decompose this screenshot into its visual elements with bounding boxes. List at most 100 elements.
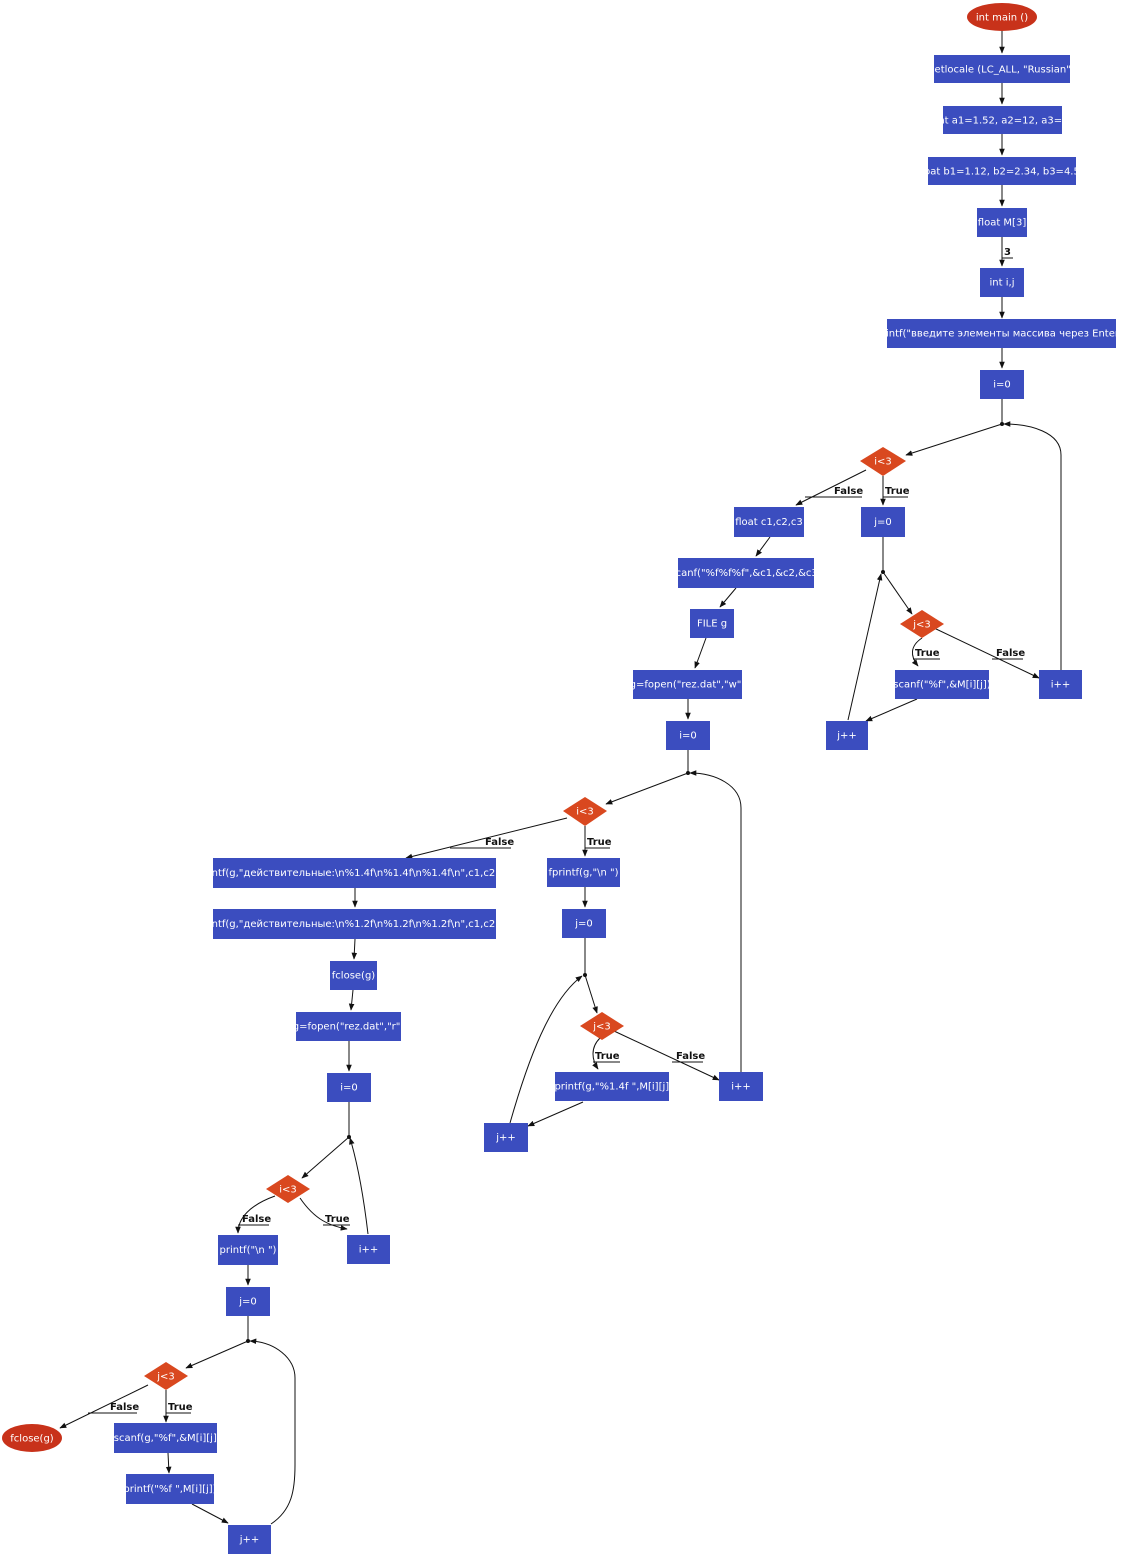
process-j-inc: [228, 1525, 271, 1554]
process-i-inc: [347, 1235, 390, 1264]
edge: [527, 1101, 584, 1127]
process-fprintf-c2-label: fprintf(g,"действительные:\n%1.2f\n%1.2f…: [195, 919, 514, 930]
process-int-ij-label: int i,j: [990, 278, 1015, 289]
process-fprintf-c4: [213, 858, 496, 888]
process-file-g: [690, 609, 734, 638]
process-float-b: [928, 157, 1076, 185]
edge-label-m-size: 3: [1004, 247, 1011, 258]
decision-i-lt-3-label: i<3: [874, 457, 892, 468]
process-setlocale: [934, 55, 1070, 83]
process-j-inc-label: j++: [239, 1535, 260, 1546]
process-fscanf-m: [114, 1423, 217, 1453]
edge: [865, 698, 918, 722]
process-scanf-m: [895, 670, 989, 699]
edge: [613, 1030, 720, 1081]
decision-i-lt-3: [266, 1175, 310, 1203]
edge: [299, 1197, 348, 1231]
process-fprintf-m-label: fprintf(g,"%1.4f ",M[i][j]): [551, 1082, 673, 1093]
edges: [59, 31, 1062, 1525]
edge: [351, 938, 358, 960]
process-int-ij: [980, 268, 1024, 297]
edge: [795, 469, 867, 506]
edge: [694, 637, 707, 669]
process-j-inc-label: j++: [495, 1133, 516, 1144]
edge: [605, 772, 689, 805]
process-fprintf-c2: [213, 909, 496, 939]
process-j0: [226, 1287, 270, 1316]
process-printf-prompt-label: printf("введите элементы массива через E…: [876, 329, 1128, 340]
process-int-a-label: int a1=1.52, a2=12, a3=3: [936, 116, 1069, 127]
edge: [911, 637, 923, 667]
process-printf-prompt: [887, 319, 1116, 348]
process-printf-newline: [218, 1235, 278, 1265]
edge: [509, 975, 583, 1124]
process-scanf-c: [678, 558, 814, 588]
process-fopen-w: [633, 670, 742, 699]
edge: [882, 571, 913, 615]
process-j0-label: j=0: [873, 517, 892, 528]
process-fscanf-m-label: fscanf(g,"%f",&M[i][j]): [110, 1433, 221, 1444]
edge-label-true: True: [587, 837, 612, 848]
process-fprintf-newline: [547, 858, 620, 887]
process-setlocale-label: setlocale (LC_ALL, "Russian"): [929, 65, 1074, 76]
edge-label-false: False: [834, 486, 863, 497]
process-fprintf-m: [555, 1072, 669, 1101]
start-label: int main (): [976, 13, 1028, 24]
process-i-inc: [719, 1072, 763, 1101]
process-i-inc-label: i++: [731, 1082, 751, 1093]
process-j-inc: [826, 721, 868, 750]
process-scanf-m-label: scanf("%f",&M[i][j]): [893, 680, 991, 691]
process-fopen-r: [296, 1012, 401, 1041]
process-printf-m: [126, 1474, 214, 1504]
edge: [235, 1195, 276, 1234]
process-printf-newline-label: printf("\n "): [220, 1245, 277, 1256]
edge-label-false: False: [485, 837, 514, 848]
process-fprintf-newline-label: fprintf(g,"\n "): [549, 868, 619, 879]
decision-i-lt-3: [860, 447, 906, 476]
process-j-inc: [484, 1123, 528, 1152]
process-i0-label: i=0: [340, 1083, 358, 1094]
edge: [185, 1340, 249, 1369]
process-fopen-w-label: g=fopen("rez.dat","w"): [630, 680, 746, 691]
process-i0: [666, 721, 710, 750]
decision-j-lt-3-label: j<3: [156, 1372, 175, 1383]
edge: [165, 1452, 172, 1474]
edge: [249, 1338, 296, 1525]
decision-i-lt-3-label: i<3: [576, 807, 594, 818]
process-i0: [327, 1073, 371, 1102]
edge: [584, 974, 598, 1014]
edge: [592, 1037, 601, 1070]
start-terminal: [967, 3, 1037, 31]
edge: [348, 989, 355, 1011]
process-float-m-label: float M[3]: [978, 218, 1027, 229]
edge: [689, 770, 742, 1072]
edge-label-true: True: [325, 1214, 350, 1225]
process-float-c: [734, 507, 804, 537]
edge-label-false: False: [996, 648, 1025, 659]
process-i-inc-label: i++: [1051, 680, 1071, 691]
process-float-c-label: float c1,c2,c3: [735, 517, 803, 528]
decision-i-lt-3-label: i<3: [279, 1185, 297, 1196]
edge: [933, 627, 1040, 679]
process-file-g-label: FILE g: [697, 619, 727, 630]
edge-label-true: True: [915, 648, 940, 659]
edge-label-true: True: [885, 486, 910, 497]
process-i0-label: i=0: [679, 731, 697, 742]
decision-j-lt-3: [900, 610, 944, 638]
edge: [755, 536, 771, 557]
process-fclose-label: fclose(g): [332, 971, 376, 982]
edge: [847, 573, 883, 721]
decision-j-lt-3-label: j<3: [592, 1022, 611, 1033]
edge: [719, 587, 737, 608]
end-label: fclose(g): [10, 1434, 54, 1445]
edge: [59, 1384, 149, 1429]
process-i0-label: i=0: [993, 380, 1011, 391]
process-float-b-label: float b1=1.12, b2=2.34, b3=4.56: [918, 167, 1086, 178]
decision-j-lt-3: [144, 1362, 188, 1390]
process-i-inc: [1039, 670, 1082, 699]
edge-label-true: True: [595, 1051, 620, 1062]
decision-i-lt-3: [563, 797, 607, 826]
decision-j-lt-3: [580, 1012, 624, 1040]
edge: [405, 817, 568, 860]
